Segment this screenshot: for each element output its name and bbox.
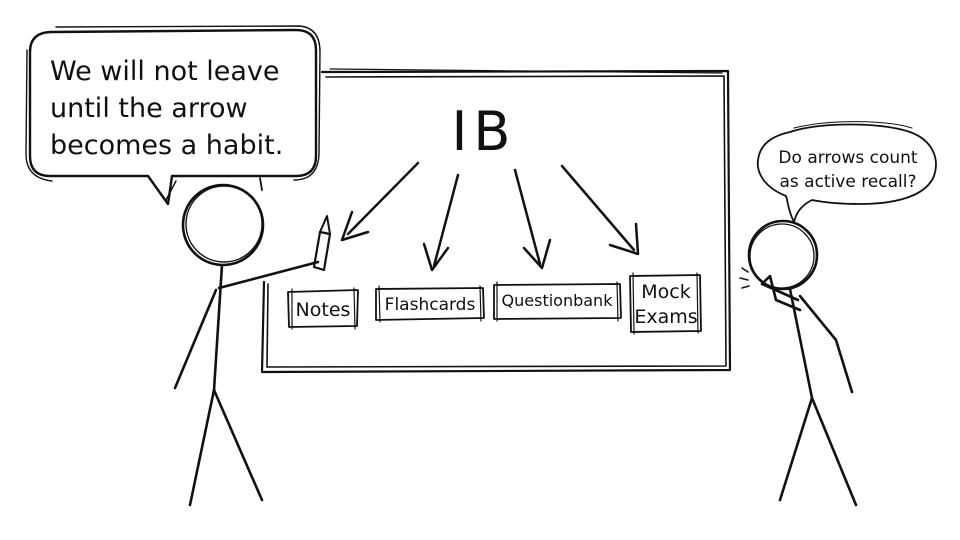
thought-line-2: as active recall? bbox=[779, 172, 916, 192]
arrow-to-notes bbox=[340, 161, 420, 242]
teacher-figure bbox=[173, 183, 332, 507]
marker-icon bbox=[312, 215, 332, 272]
box-mock-exams-label-line2: Exams bbox=[634, 306, 697, 328]
student-thought-bubble: Do arrows count as active recall? bbox=[756, 121, 937, 223]
speech-line-3: becomes a habit. bbox=[50, 130, 283, 161]
box-questionbank-label: Questionbank bbox=[502, 291, 614, 310]
teacher-speech-bubble: We will not leave until the arrow become… bbox=[25, 25, 321, 206]
box-questionbank: Questionbank bbox=[493, 281, 622, 322]
box-notes-label: Notes bbox=[296, 299, 351, 321]
box-mock-exams-label-line1: Mock bbox=[641, 281, 690, 303]
arrow-to-mock-exams bbox=[560, 164, 640, 256]
arrow-to-questionbank bbox=[513, 168, 552, 270]
box-flashcards: Flashcards bbox=[375, 285, 485, 323]
whiteboard-title: IB bbox=[452, 100, 517, 163]
whiteboard bbox=[260, 68, 732, 374]
arrow-to-flashcards bbox=[422, 173, 460, 272]
box-notes: Notes bbox=[287, 287, 359, 330]
arrows bbox=[340, 161, 640, 272]
surprise-lines-icon bbox=[739, 267, 750, 289]
speech-line-2: until the arrow bbox=[50, 93, 248, 124]
speech-line-1: We will not leave bbox=[50, 56, 280, 87]
thought-line-1: Do arrows count bbox=[778, 148, 917, 168]
box-mock-exams: Mock Exams bbox=[629, 272, 702, 335]
student-figure bbox=[739, 219, 858, 507]
box-flashcards-label: Flashcards bbox=[385, 295, 476, 315]
